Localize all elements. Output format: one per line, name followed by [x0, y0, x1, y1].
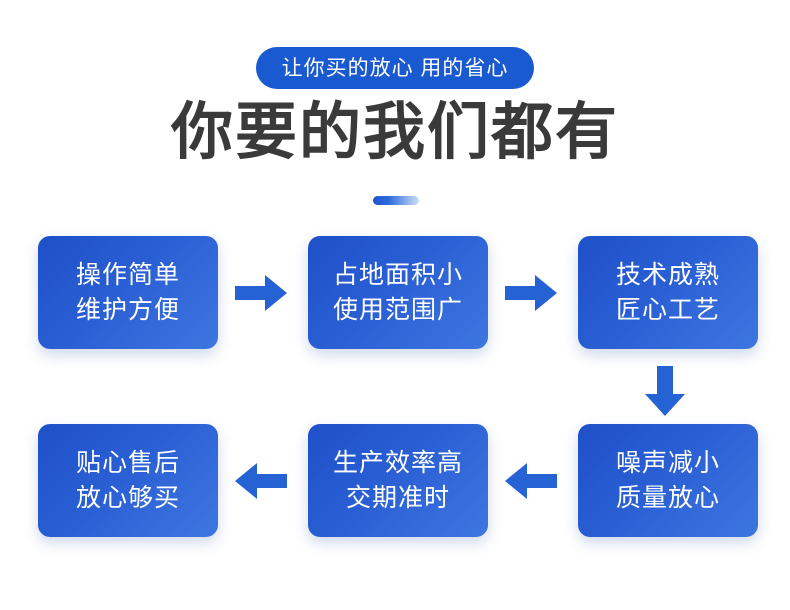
- flow-box-line-2: 交期准时: [345, 483, 450, 512]
- flow-box-line-2: 质量放心: [615, 483, 720, 512]
- flow-box-line-1: 贴心售后: [75, 448, 180, 477]
- flow-box-after-sales: 贴心售后 放心够买: [38, 424, 218, 537]
- arrow-left-icon: [235, 463, 287, 499]
- title-divider: [373, 196, 419, 205]
- flow-box-line-1: 技术成熟: [615, 260, 720, 289]
- arrow-right-icon: [235, 275, 287, 311]
- flow-box-line-1: 操作简单: [75, 260, 180, 289]
- flow-box-line-2: 维护方便: [75, 295, 180, 324]
- flow-box-line-2: 使用范围广: [332, 295, 463, 324]
- flow-box-small-footprint: 占地面积小 使用范围广: [308, 236, 488, 349]
- flow-box-line-2: 匠心工艺: [615, 295, 720, 324]
- flow-box-line-1: 生产效率高: [332, 448, 463, 477]
- flow-box-mature-technology: 技术成熟 匠心工艺: [578, 236, 758, 349]
- flow-box-operation-simple: 操作简单 维护方便: [38, 236, 218, 349]
- flow-box-line-1: 噪声减小: [615, 448, 720, 477]
- arrow-left-icon: [505, 463, 557, 499]
- page-title: 你要的我们都有: [170, 98, 619, 167]
- tagline-badge: 让你买的放心 用的省心: [255, 47, 535, 89]
- flow-box-line-1: 占地面积小: [332, 260, 463, 289]
- arrow-down-icon: [645, 366, 685, 416]
- flow-box-low-noise: 噪声减小 质量放心: [578, 424, 758, 537]
- arrow-right-icon: [505, 275, 557, 311]
- badge-row: 让你买的放心 用的省心: [0, 47, 790, 89]
- flow-box-line-2: 放心够买: [75, 483, 180, 512]
- flow-box-production-efficiency: 生产效率高 交期准时: [308, 424, 488, 537]
